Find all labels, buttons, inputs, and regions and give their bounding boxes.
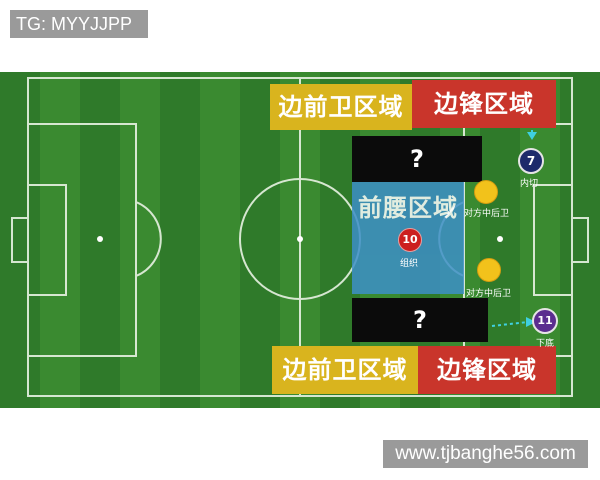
zone-bottom-winger-label: 边锋区域 — [437, 356, 537, 384]
zone-bottom-winger: 边锋区域 — [418, 346, 556, 394]
left-penalty-arc — [135, 201, 162, 277]
opponent-center-back-bottom-label: 对方中后卫 — [466, 289, 512, 299]
opponent-center-back-top — [474, 180, 498, 204]
zone-attacking-mid-label: 前腰区域 — [358, 194, 458, 222]
player-11: 11 — [532, 308, 558, 334]
player-10-number: 10 — [402, 233, 418, 246]
player-7-label: 内切 — [520, 179, 539, 189]
zone-bottom-wing-back: 边前卫区域 — [272, 346, 418, 394]
left-goal — [11, 217, 29, 263]
opponent-center-back-top-label: 对方中后卫 — [464, 209, 510, 219]
zone-top-wing-back-label: 边前卫区域 — [278, 93, 404, 121]
zone-top-winger: 边锋区域 — [412, 80, 556, 128]
player-7: 7 — [518, 148, 544, 174]
zone-top-wing-back: 边前卫区域 — [270, 84, 412, 130]
arrow-11-head — [526, 317, 536, 327]
player-7-number: 7 — [526, 154, 536, 168]
arrow-11-path — [491, 321, 529, 327]
player-11-number: 11 — [537, 314, 553, 327]
watermark-top-left: TG: MYYJJPP — [10, 10, 148, 38]
arrow-7-head — [527, 132, 537, 140]
zone-top-unknown: ? — [352, 136, 482, 182]
center-spot — [297, 236, 303, 242]
football-pitch: 边前卫区域 边锋区域 ? 前腰区域 ? 边前卫区域 边锋区域 7 内切 对方中后… — [0, 72, 600, 408]
zone-bottom-unknown: ? — [352, 298, 488, 342]
player-10: 10 — [398, 228, 422, 252]
player-11-label: 下底 — [536, 339, 555, 349]
watermark-bottom-right: www.tjbanghe56.com — [383, 440, 588, 468]
player-10-label: 组织 — [400, 259, 419, 269]
zone-top-winger-label: 边锋区域 — [434, 90, 534, 118]
zone-top-unknown-label: ? — [410, 145, 424, 173]
right-penalty-spot — [497, 236, 503, 242]
right-goal — [571, 217, 589, 263]
left-penalty-spot — [97, 236, 103, 242]
zone-bottom-unknown-label: ? — [413, 306, 427, 334]
opponent-center-back-bottom — [477, 258, 501, 282]
zone-bottom-wing-back-label: 边前卫区域 — [282, 356, 408, 384]
